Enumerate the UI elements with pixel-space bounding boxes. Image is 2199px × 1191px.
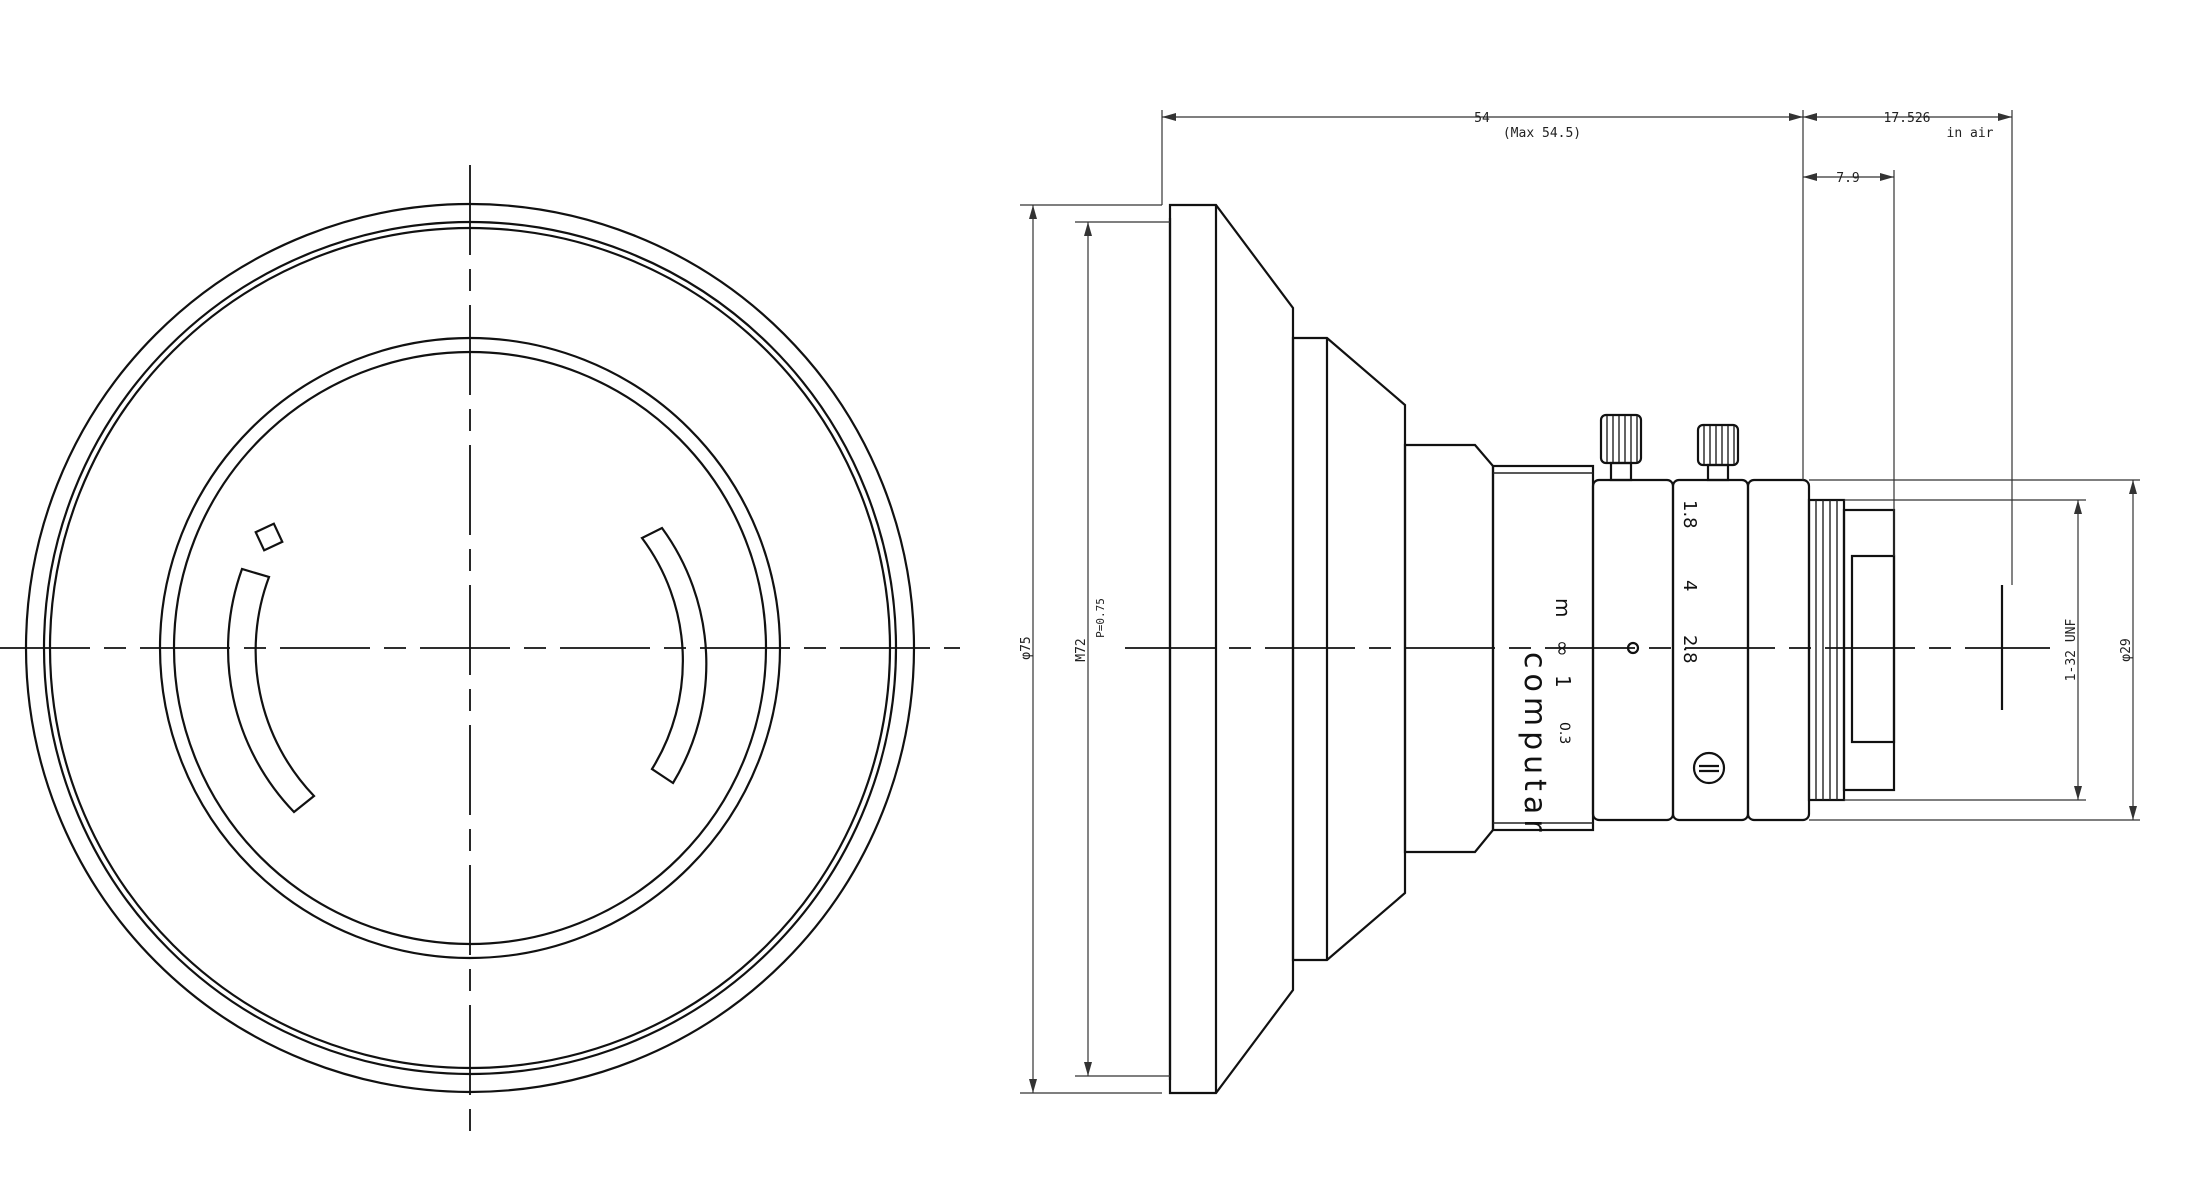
dim-length-max-label: (Max 54.5) xyxy=(1503,126,1581,141)
dim-m72-arrow-bottom xyxy=(1084,1062,1092,1076)
dim-m72-label: M72 xyxy=(1074,638,1089,661)
mount-thread-collar xyxy=(1807,498,1846,802)
front-index-marker xyxy=(254,522,284,552)
barrel-engravings: computar m ∞ 1 0.3 1.8 4 2.8 xyxy=(1517,500,1700,837)
lens-hood xyxy=(1168,203,1295,1095)
dimension-lines: 54 (Max 54.5) 17.526 in air 7.9 φ75 M72 … xyxy=(1019,110,2140,1094)
distance-scale-1: 1 xyxy=(1551,675,1575,688)
distance-scale-unit: m xyxy=(1551,598,1575,617)
dim-phi29-arrow-bottom xyxy=(2129,806,2137,820)
focus-ring xyxy=(1591,478,1675,822)
dim-phi29-label: φ29 xyxy=(2119,638,2134,661)
distance-scale-0-3: 0.3 xyxy=(1556,722,1572,744)
rear-ring xyxy=(1746,478,1811,822)
dim-m72-arrow-top xyxy=(1084,222,1092,236)
side-view xyxy=(1125,203,2050,1095)
front-left-arc-slot xyxy=(227,567,316,814)
dim-flange-note: in air xyxy=(1947,126,1994,141)
dim-length-arrow-left xyxy=(1162,113,1176,121)
distance-scale-infinity: ∞ xyxy=(1551,640,1575,657)
dim-unf-arrow-top xyxy=(2074,500,2082,514)
dim-flange-arrow-right xyxy=(1998,113,2012,121)
aperture-lock-screw xyxy=(1696,423,1740,482)
aperture-slotted-screw xyxy=(1692,751,1726,785)
aperture-scale-2-8: 2.8 xyxy=(1679,635,1700,664)
dim-flange-label: 17.526 xyxy=(1884,111,1931,126)
focus-lock-screw xyxy=(1599,413,1643,482)
dim-rear-arrow-left xyxy=(1803,173,1817,181)
aperture-scale-1-8: 1.8 xyxy=(1679,500,1700,529)
dim-phi75-arrow-bottom xyxy=(1029,1079,1037,1093)
dim-phi29-arrow-top xyxy=(2129,480,2137,494)
front-right-arc-slot xyxy=(640,526,708,785)
front-view xyxy=(0,165,960,1135)
dim-unf-arrow-bottom xyxy=(2074,786,2082,800)
dim-unf-label: 1-32 UNF xyxy=(2064,619,2079,682)
aperture-scale-4: 4 xyxy=(1679,580,1700,591)
dim-flange-arrow-left xyxy=(1803,113,1817,121)
dim-rear-arrow-right xyxy=(1880,173,1894,181)
rear-element-protrusion xyxy=(1850,554,1896,744)
brand-engraving: computar xyxy=(1517,652,1552,837)
dim-length-label: 54 xyxy=(1474,111,1490,126)
dim-phi75-label: φ75 xyxy=(1019,636,1034,659)
dim-rear-label: 7.9 xyxy=(1836,171,1859,186)
dim-phi75-arrow-top xyxy=(1029,205,1037,219)
barrel-stage-2 xyxy=(1291,336,1407,962)
dim-m72-pitch-label: P=0.75 xyxy=(1094,598,1107,638)
dim-length-arrow-right xyxy=(1789,113,1803,121)
